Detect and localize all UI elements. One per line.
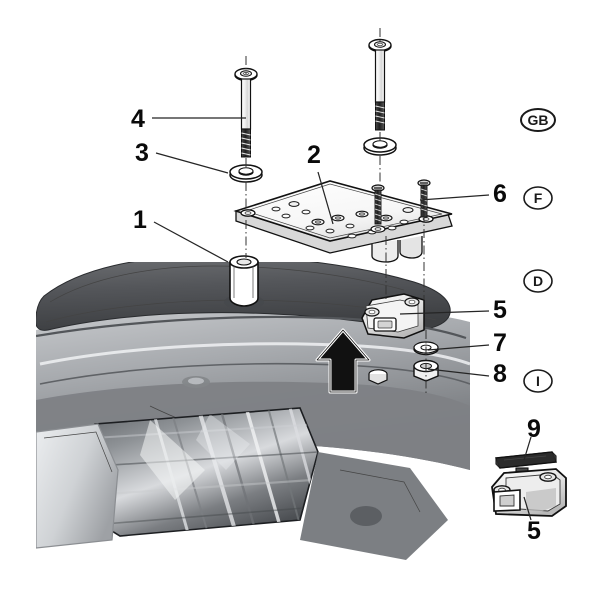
side-bracket-detail [491, 468, 567, 517]
bracket-detail-shade [526, 488, 556, 512]
plate-boss-left [371, 240, 399, 263]
leader-5 [399, 310, 490, 315]
callout-5: 5 [493, 296, 507, 324]
leader-7 [427, 344, 490, 351]
rear-lower-highlight [339, 469, 421, 513]
plate-top-face [233, 180, 453, 242]
leader-6 [419, 194, 490, 201]
callout-2: 2 [307, 141, 321, 169]
bracket-hole-upper-inner [408, 299, 416, 305]
d-ellipse [523, 269, 553, 293]
country-marker-d: D [523, 269, 553, 293]
gb-label: GB [528, 112, 549, 128]
machine-screw-left [370, 184, 386, 233]
gb-ellipse [520, 108, 556, 132]
bracket-hole-lower-inner [368, 309, 376, 315]
leader-5-detail [523, 496, 532, 521]
country-marker-gb: GB [520, 108, 556, 132]
bracket-detail-hole-right-inner [544, 474, 552, 480]
bolt-shank-left [240, 78, 252, 130]
side-bracket-installed [361, 293, 425, 339]
leader-9 [523, 436, 532, 461]
rear-lower-panel [300, 452, 448, 560]
frame-fastener [368, 369, 388, 385]
leader-3 [155, 152, 229, 174]
rubber-pad-edge [495, 451, 557, 469]
seat-highlight [49, 265, 405, 303]
rear-panel-recess [350, 506, 382, 526]
bracket-tube-inner [377, 320, 393, 329]
bracket-detail-inset [491, 451, 567, 517]
bracket-detail-tube-inner [499, 494, 515, 507]
leader-2 [317, 171, 334, 225]
washer-3-left [229, 164, 263, 183]
i-label: I [536, 373, 540, 389]
country-marker-f: F [523, 186, 553, 210]
plate-boss-right [399, 236, 423, 259]
country-marker-i: I [523, 369, 553, 393]
leader-1 [153, 221, 229, 263]
callout-8: 8 [493, 360, 507, 388]
leader-lines [152, 117, 532, 521]
d-label: D [533, 273, 543, 289]
direction-of-assembly-arrow [315, 328, 371, 394]
callout-9: 9 [527, 415, 541, 443]
f-ellipse [523, 186, 553, 210]
plate-inset-outline [244, 183, 443, 239]
centerlines [245, 28, 427, 396]
secondary-boss-hole [188, 377, 204, 385]
callout-3: 3 [135, 139, 149, 167]
callout-4: 4 [131, 105, 145, 133]
body-crease-upper [39, 342, 470, 366]
bolt-shank-right [374, 49, 386, 103]
side-fairing-panel [36, 423, 119, 549]
callout-6: 6 [493, 180, 507, 208]
i-ellipse [523, 369, 553, 393]
washer-3-right [363, 137, 397, 156]
long-bolt-right [368, 38, 392, 131]
f-label: F [534, 190, 543, 206]
callout-5-detail: 5 [527, 517, 541, 545]
cylindrical-spacer [229, 255, 259, 307]
mounting-plate [233, 180, 453, 263]
plate-corner-hole-left-inner [244, 211, 252, 215]
long-bolt-left [234, 67, 258, 158]
callout-numbers: 4 3 1 2 6 5 7 8 9 5 [131, 105, 541, 545]
fairing-highlight [43, 431, 113, 473]
country-markers: GB F D I [520, 108, 556, 393]
leader-8 [427, 368, 490, 377]
callout-1: 1 [133, 206, 147, 234]
callout-7: 7 [493, 329, 507, 357]
tail-light [59, 407, 319, 537]
